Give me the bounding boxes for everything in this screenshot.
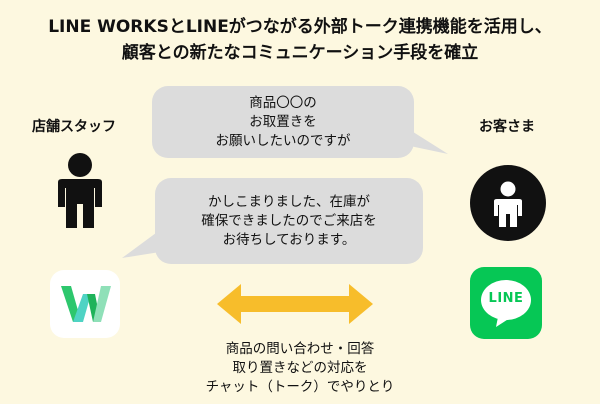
staff-message-line: お待ちしております。 — [222, 231, 356, 248]
customer-label: お客さま — [479, 119, 535, 135]
title-line-1: LINE WORKSとLINEがつながる外部トーク連携機能を活用し、 — [48, 17, 552, 37]
staff-person-icon — [58, 153, 102, 228]
line-logo-text: LINE — [488, 291, 524, 306]
staff-message-line: かしこまりました、在庫が — [208, 193, 370, 210]
caption-line: 商品の問い合わせ・回答 — [225, 341, 375, 357]
title-line-2: 顧客との新たなコミュニケーション手段を確立 — [121, 43, 479, 63]
staff-label: 店舗スタッフ — [32, 119, 116, 135]
caption-line: 取り置きなどの対応を — [232, 360, 368, 376]
line-works-app-tile — [50, 270, 120, 338]
caption-line: チャット（トーク）でやりとり — [205, 379, 395, 395]
caption: 商品の問い合わせ・回答 取り置きなどの対応を チャット（トーク）でやりとり — [100, 340, 500, 397]
staff-message-bubble: かしこまりました、在庫が 確保できましたのでご来店を お待ちしております。 — [155, 178, 423, 264]
line-logo-icon — [481, 280, 531, 327]
customer-person-icon — [470, 165, 546, 241]
line-app-tile: LINE — [470, 267, 542, 339]
customer-message-line: 商品〇〇の — [249, 94, 317, 111]
customer-message-bubble: 商品〇〇の お取置きを お願いしたいのですが — [152, 86, 414, 158]
diagram-title: LINE WORKSとLINEがつながる外部トーク連携機能を活用し、 顧客との新… — [0, 14, 600, 66]
staff-bubble-tail — [122, 230, 160, 258]
line-works-logo-icon — [61, 286, 111, 322]
customer-bubble-tail — [410, 130, 448, 154]
customer-message-line: お願いしたいのですが — [215, 132, 351, 149]
bidirectional-arrow-icon — [217, 284, 373, 324]
staff-message-line: 確保できましたのでご来店を — [201, 212, 377, 229]
customer-message-line: お取置きを — [249, 113, 317, 130]
